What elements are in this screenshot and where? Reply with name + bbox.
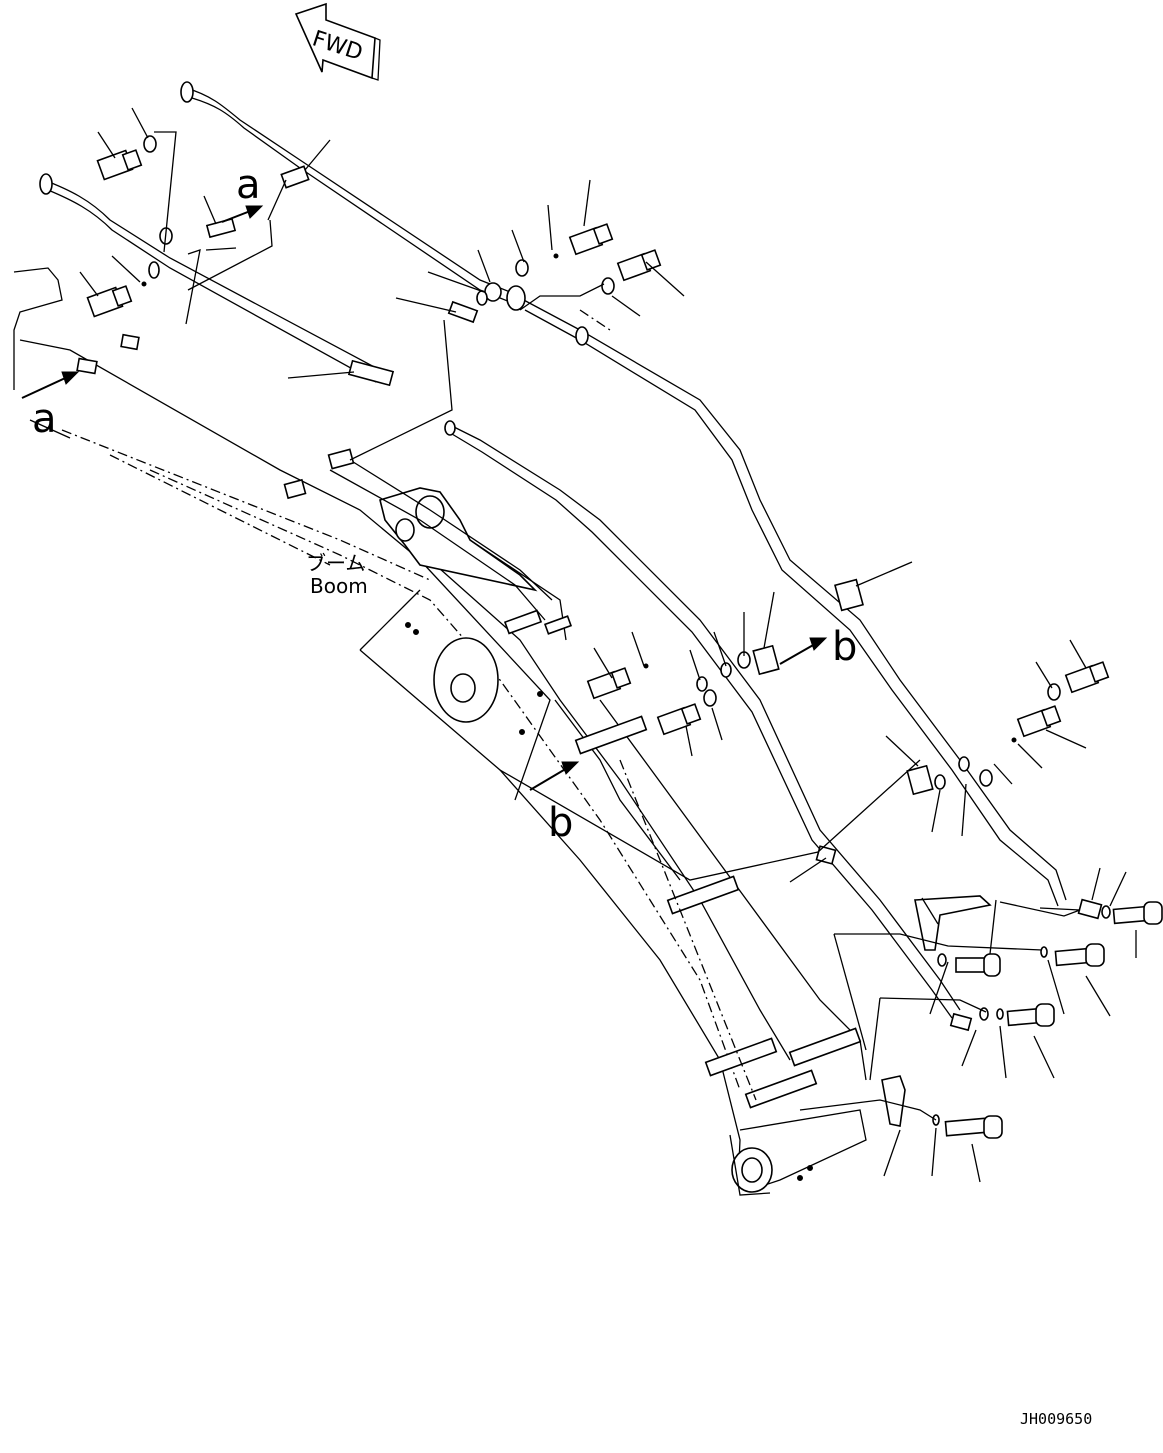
- pipe-routes: [43, 87, 1067, 1019]
- boom-structure: [13, 267, 867, 1196]
- bolt-icon: [616, 249, 662, 282]
- clamp-parts: [76, 135, 1163, 1139]
- bolt-icon: [1006, 1003, 1055, 1027]
- view-ref-b-right: b: [832, 624, 857, 670]
- boom-label-en: Boom: [310, 574, 368, 598]
- bolt-icon: [944, 1115, 1003, 1139]
- view-ref-a-top: a: [236, 162, 261, 208]
- leader-lines: [79, 107, 1137, 1183]
- view-ref-a-left: a: [32, 396, 57, 442]
- bolt-icon: [568, 223, 614, 256]
- boom-bracket-strip: [503, 609, 862, 1109]
- bolt-icon: [1112, 901, 1163, 925]
- bolt-icon: [1064, 661, 1110, 694]
- bolt-icon: [656, 703, 702, 736]
- view-arrow-b-right: b: [779, 624, 857, 670]
- fwd-direction-arrow: FWD: [294, 2, 381, 81]
- view-arrow-a-left: a: [21, 371, 80, 442]
- view-ref-b-lower: b: [548, 800, 573, 846]
- bolt-icon: [586, 667, 632, 700]
- bolt-icon: [96, 149, 143, 181]
- boom-label-jp: ブーム: [306, 551, 365, 575]
- bolt-icon: [1054, 943, 1105, 967]
- view-arrow-a-top: a: [221, 162, 264, 223]
- bolt-icon: [1016, 705, 1062, 738]
- bolt-icon: [955, 953, 1001, 977]
- view-arrow-b-lower: b: [529, 761, 580, 846]
- drawing-code: JH009650: [1020, 1410, 1092, 1428]
- pipe-flanges: [39, 81, 589, 436]
